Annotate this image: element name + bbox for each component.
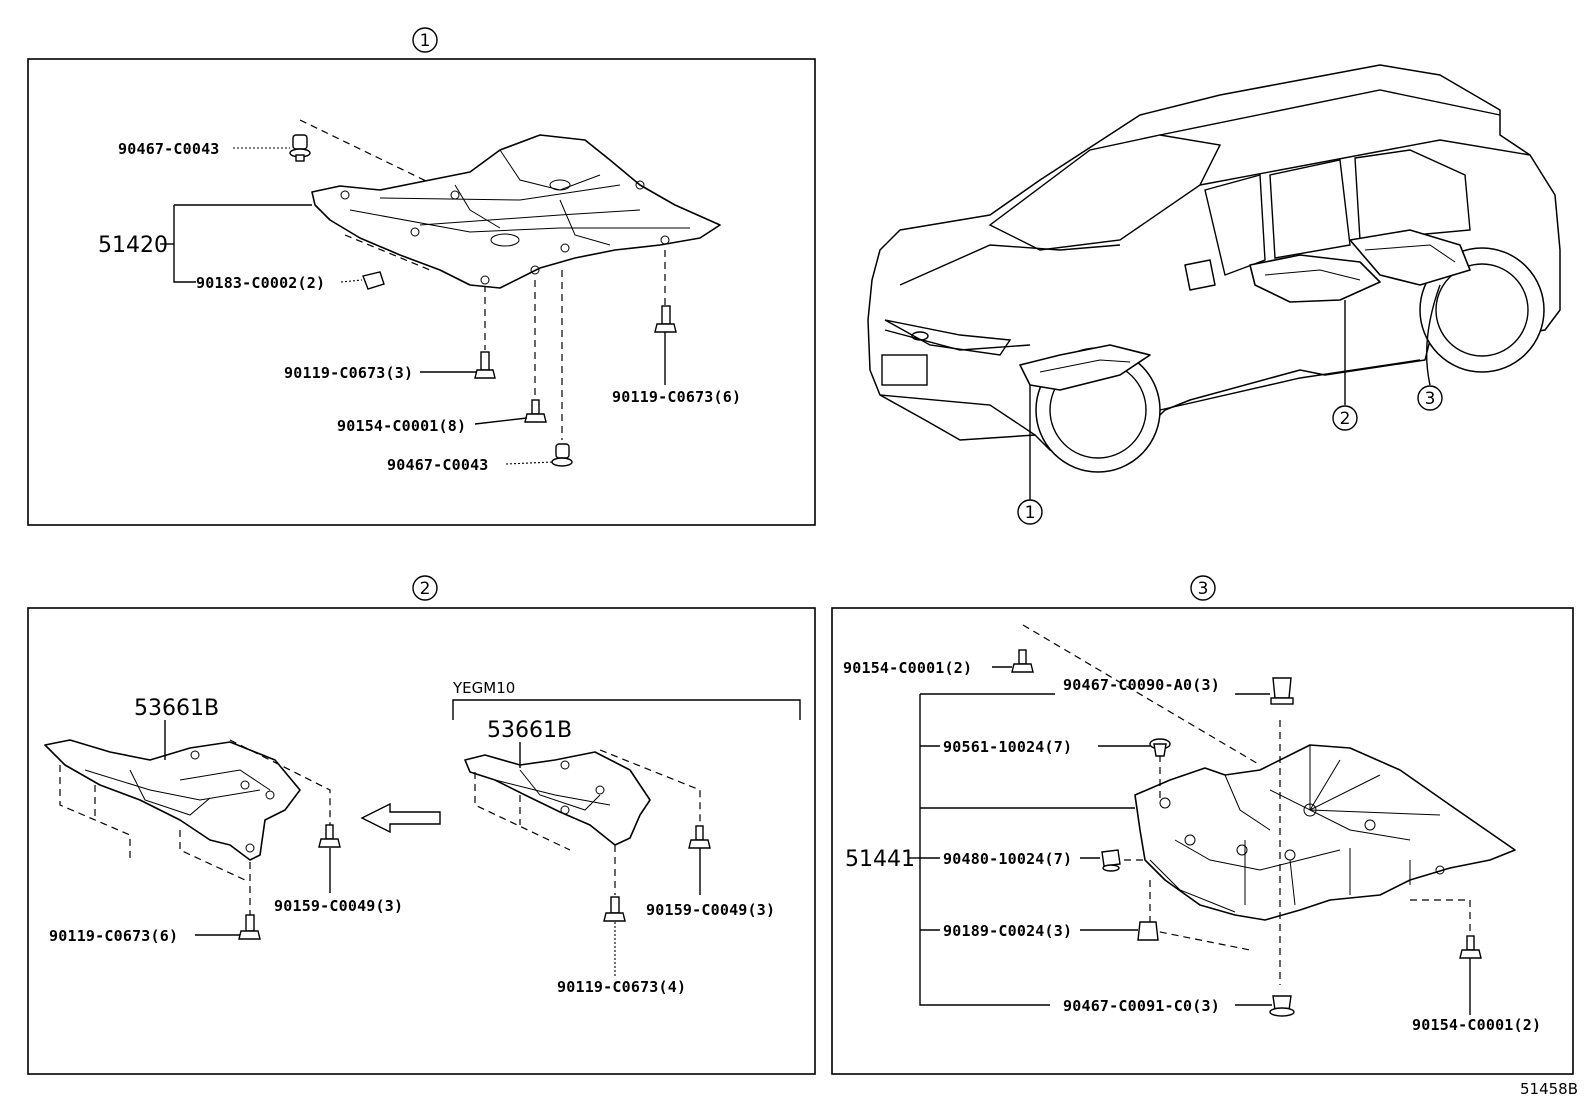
label-90561-10024: 90561-10024(7) [943,738,1072,756]
clip-icon [289,134,311,162]
panel-1-frame [27,58,816,526]
bracket-icon [362,271,385,290]
label-90159-C0049-right: 90159-C0049(3) [646,901,775,919]
label-90467-C0043-bottom: 90467-C0043 [387,456,489,474]
vehicle-overview: 1 2 3 [867,64,1561,525]
label-51441: 51441 [845,847,915,872]
label-90119-C0673-6: 90119-C0673(6) [612,388,741,406]
overview-marker-1: 1 [1017,499,1043,525]
svg-text:3: 3 [1425,389,1436,409]
label-53661B-left: 53661B [134,696,219,721]
label-90159-C0049-left: 90159-C0049(3) [274,897,403,915]
label-90119-C0673-3: 90119-C0673(3) [284,364,413,382]
shield-53661B-left [44,739,301,861]
screw-icon [1459,935,1482,959]
panel-3-frame [831,607,1574,1075]
label-90467-C0091-C0: 90467-C0091-C0(3) [1063,997,1220,1015]
label-YEGM10: YEGM10 [452,679,515,697]
clip-icon [1270,677,1294,705]
label-51420: 51420 [98,233,168,258]
panel-3-marker: 3 [1190,575,1216,601]
panel-1: 1 [27,27,816,526]
bolt-icon [654,305,677,333]
rear-wheel [1419,247,1545,373]
diagram-ref-code: 51458B [1520,1080,1578,1098]
cover-51441 [1134,744,1516,921]
svg-text:1: 1 [420,31,431,51]
bolt-icon [238,914,261,940]
panel-2: 2 YEGM10 [27,575,816,1075]
svg-text:1: 1 [1025,503,1036,523]
panel-3: 3 [831,575,1574,1075]
shield-53661B-right [464,751,651,846]
bolt-icon [474,351,496,379]
arrow-icon [360,802,441,834]
label-90189-C0024: 90189-C0024(3) [943,922,1072,940]
panel-1-marker: 1 [412,27,438,53]
clip-icon [551,443,573,467]
label-90119-C0673-6: 90119-C0673(6) [49,927,178,945]
screw-icon [318,824,341,848]
grommet-icon [1149,738,1171,757]
screw-icon [1011,649,1034,673]
label-90467-C0043: 90467-C0043 [118,140,220,158]
nut-icon [1101,849,1121,872]
panel-2-marker: 2 [412,575,438,601]
label-90119-C0673-4: 90119-C0673(4) [557,978,686,996]
label-90480-10024: 90480-10024(7) [943,850,1072,868]
overview-marker-3: 3 [1417,385,1443,411]
label-90154-C0001: 90154-C0001(8) [337,417,466,435]
screw-icon [688,825,711,849]
label-90467-C0090-A0: 90467-C0090-A0(3) [1063,676,1220,694]
bolt-icon [603,896,626,922]
svg-text:2: 2 [420,579,431,599]
label-90183-C0002: 90183-C0002(2) [196,274,325,292]
screw-icon [524,399,547,423]
clip-icon [1269,995,1295,1017]
panel-2-frame [27,607,816,1075]
overview-marker-2: 2 [1332,405,1358,431]
undercover-51420 [311,134,721,289]
label-90154-C0001-bottom: 90154-C0001(2) [1412,1016,1541,1034]
clip-icon [1137,921,1159,941]
label-90154-C0001-top: 90154-C0001(2) [843,659,972,677]
svg-text:2: 2 [1340,409,1351,429]
svg-text:3: 3 [1198,579,1209,599]
label-53661B-right: 53661B [487,718,572,743]
